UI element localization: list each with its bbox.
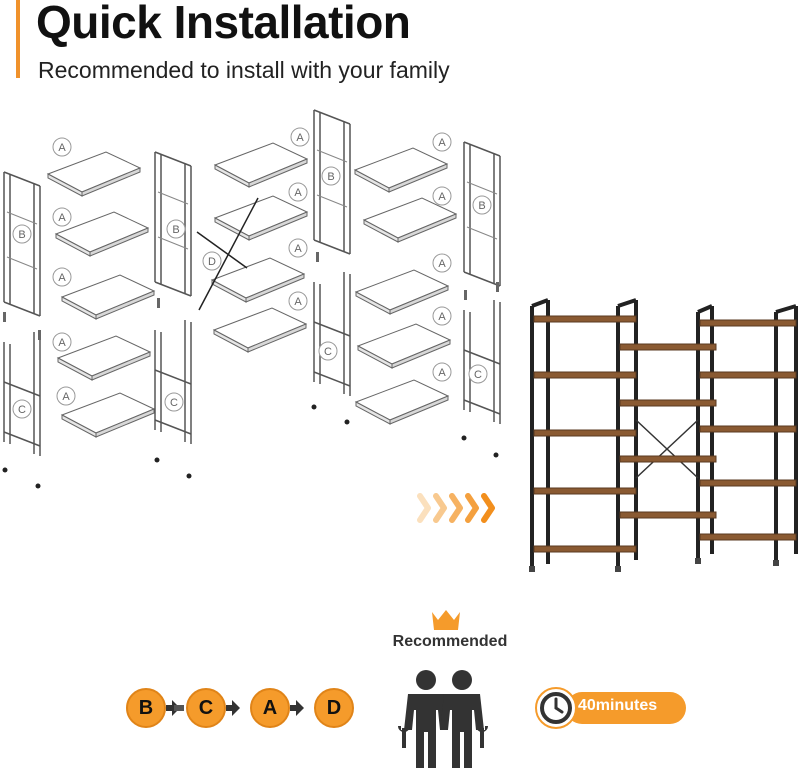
step-d: D <box>314 688 354 728</box>
svg-text:A: A <box>294 296 302 308</box>
recommended-label: Recommended <box>392 633 508 650</box>
svg-text:A: A <box>58 212 66 224</box>
svg-text:A: A <box>438 258 446 270</box>
arrow-right-icon <box>166 700 184 716</box>
svg-text:A: A <box>438 191 446 203</box>
svg-text:A: A <box>58 337 66 349</box>
duration-text: 40minutes <box>578 697 658 714</box>
svg-text:A: A <box>58 142 66 154</box>
chevron-arrows-icon <box>417 493 495 523</box>
svg-text:C: C <box>474 369 482 381</box>
label-c-2: C <box>164 392 184 412</box>
svg-text:B: B <box>172 224 179 236</box>
label-a-6: A <box>288 182 308 202</box>
label-a-8: A <box>288 291 308 311</box>
step-c: C <box>186 688 226 728</box>
cross-bars <box>196 197 259 311</box>
label-a-10: A <box>432 132 452 152</box>
svg-text:B: B <box>327 171 334 183</box>
clock-icon <box>535 687 577 729</box>
label-d: D <box>202 251 222 271</box>
page-subtitle: Recommended to install with your family <box>38 57 450 83</box>
arrow-right-icon <box>290 700 304 716</box>
label-a-7: A <box>288 238 308 258</box>
label-a-9: A <box>290 127 310 147</box>
svg-text:A: A <box>58 272 66 284</box>
svg-text:A: A <box>294 243 302 255</box>
label-a-1: A <box>52 137 72 157</box>
label-a-2: A <box>52 207 72 227</box>
label-b-2: B <box>166 219 186 239</box>
duration-badge <box>566 692 686 724</box>
part-labels: A A A A A A A A A A A A A A B B B B C C … <box>12 127 492 419</box>
label-a-4: A <box>52 332 72 352</box>
connector-pieces <box>3 252 499 340</box>
people-icon <box>404 670 484 768</box>
crown-icon <box>432 610 460 630</box>
label-a-5: A <box>56 386 76 406</box>
label-c-1: C <box>12 399 32 419</box>
label-a-14: A <box>432 362 452 382</box>
foot-pieces <box>2 404 499 489</box>
label-c-4: C <box>468 364 488 384</box>
page-title: Quick Installation <box>36 0 411 48</box>
title-accent-bar <box>16 0 20 78</box>
label-a-13: A <box>432 306 452 326</box>
assembled-bookshelf <box>529 298 798 572</box>
wrench-icon <box>398 726 488 748</box>
label-a-3: A <box>52 267 72 287</box>
svg-text:D: D <box>208 256 216 268</box>
label-a-12: A <box>432 253 452 273</box>
svg-text:A: A <box>294 187 302 199</box>
step-a: A <box>250 688 290 728</box>
svg-text:A: A <box>438 311 446 323</box>
label-b-3: B <box>321 166 341 186</box>
label-b-4: B <box>472 195 492 215</box>
label-b-1: B <box>12 224 32 244</box>
svg-text:C: C <box>324 346 332 358</box>
svg-text:A: A <box>438 367 446 379</box>
svg-text:C: C <box>170 397 178 409</box>
arrow-right-icon <box>226 700 240 716</box>
step-b: B <box>126 688 166 728</box>
svg-text:A: A <box>62 391 70 403</box>
step-arrows <box>166 700 304 716</box>
svg-text:B: B <box>18 229 25 241</box>
svg-text:A: A <box>438 137 446 149</box>
label-c-3: C <box>318 341 338 361</box>
svg-text:B: B <box>478 200 485 212</box>
svg-text:A: A <box>296 132 304 144</box>
svg-text:C: C <box>18 404 26 416</box>
label-a-11: A <box>432 186 452 206</box>
